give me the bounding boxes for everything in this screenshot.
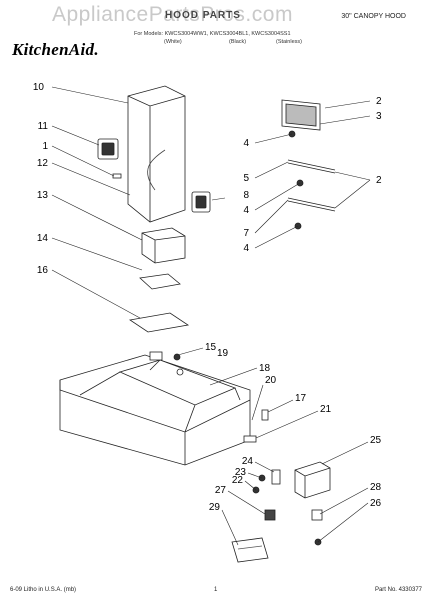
variant-stainless: (Stainless) — [276, 39, 302, 45]
callout-27: 27 — [215, 485, 227, 496]
callout-1: 1 — [42, 141, 48, 152]
callout-15: 15 — [205, 342, 217, 353]
callout-21: 21 — [320, 404, 332, 415]
wiring-label — [231, 537, 269, 563]
callout-2-mid: 2 — [376, 175, 382, 186]
bracket-rail-2 — [287, 197, 336, 212]
filter-large — [128, 312, 190, 333]
callout-22: 22 — [232, 475, 244, 486]
callout-23: 23 — [235, 467, 247, 478]
callout-2-top: 2 — [376, 96, 382, 107]
electrical-box — [294, 461, 331, 499]
callout-29: 29 — [209, 502, 221, 513]
page-title: HOOD PARTS — [165, 10, 241, 21]
bracket-rail-1 — [287, 159, 336, 174]
filter-small — [139, 273, 181, 290]
footer-page-number: 1 — [214, 587, 218, 593]
variant-white: (White) — [164, 39, 182, 45]
callout-24: 24 — [242, 456, 254, 467]
callout-17: 17 — [295, 393, 307, 404]
label-27 — [264, 509, 276, 521]
screw-1 — [112, 173, 122, 179]
bracket-21 — [243, 435, 257, 443]
chimney-cover — [127, 85, 186, 223]
callout-13: 13 — [37, 190, 49, 201]
callout-4-c: 4 — [243, 243, 249, 254]
callout-8: 8 — [243, 190, 249, 201]
callout-4-a: 4 — [243, 138, 249, 149]
terminal-24 — [271, 469, 281, 485]
callout-25: 25 — [370, 435, 382, 446]
callout-5: 5 — [243, 173, 249, 184]
product-subtitle: 30" CANOPY HOOD — [341, 13, 406, 20]
brand-logo: KitchenAid. — [12, 40, 99, 59]
switch-17 — [261, 409, 269, 421]
callout-7: 7 — [243, 228, 249, 239]
callout-10: 10 — [33, 82, 45, 93]
duct-connector — [141, 227, 186, 264]
callout-28: 28 — [370, 482, 382, 493]
callout-26: 26 — [370, 498, 382, 509]
model-numbers: For Models: KWCS3004WW1, KWCS3004BL1, KW… — [134, 31, 291, 37]
callout-3: 3 — [376, 111, 382, 122]
watermark: AppliancePartsPros.com — [52, 3, 293, 26]
callout-12: 12 — [37, 158, 49, 169]
footer-part-number: Part No. 4330377 — [374, 587, 422, 593]
callout-14: 14 — [37, 233, 49, 244]
callout-18: 18 — [259, 363, 271, 374]
callout-11: 11 — [38, 121, 49, 132]
callout-20: 20 — [265, 375, 277, 386]
callout-19: 19 — [217, 348, 229, 359]
connector-28 — [311, 509, 323, 521]
callout-16: 16 — [37, 265, 49, 276]
callout-4-b: 4 — [243, 205, 249, 216]
footer-litho: 6-09 Litho in U.S.A. (mb) — [10, 587, 77, 593]
variant-black: (Black) — [229, 39, 247, 45]
